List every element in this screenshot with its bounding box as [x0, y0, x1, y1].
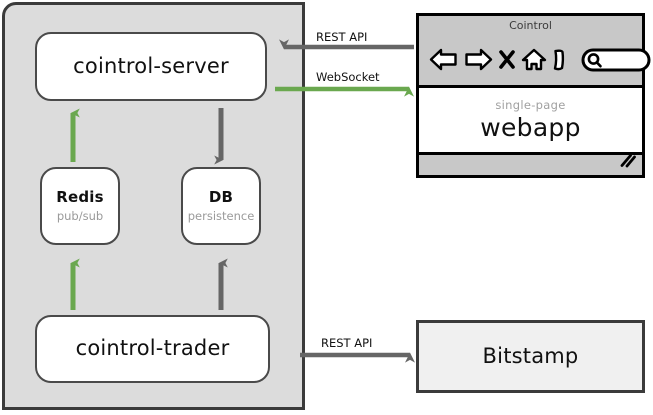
- browser-toolbar: [419, 38, 651, 82]
- node-cointrol-server[interactable]: cointrol-server: [35, 32, 267, 101]
- db-label: DB: [208, 187, 234, 206]
- search-input[interactable]: [581, 46, 651, 74]
- webapp-title: webapp: [480, 113, 581, 142]
- magnifier-icon: [587, 53, 602, 68]
- edge-label-websocket: WebSocket: [316, 70, 380, 84]
- bitstamp-label: Bitstamp: [482, 343, 579, 368]
- edge-label-rest-api-top: REST API: [316, 30, 368, 44]
- cointrol-server-label: cointrol-server: [73, 53, 229, 78]
- browser-window-mockup[interactable]: Cointrol: [416, 13, 651, 178]
- webapp-subtitle: single-page: [495, 98, 566, 112]
- node-cointrol-trader[interactable]: cointrol-trader: [35, 315, 270, 383]
- node-db[interactable]: DB persistence: [181, 167, 261, 245]
- home-icon[interactable]: [521, 47, 547, 73]
- edge-label-rest-api-bottom: REST API: [321, 336, 373, 350]
- node-redis[interactable]: Redis pub/sub: [40, 167, 120, 245]
- stop-x-icon[interactable]: [497, 47, 517, 73]
- browser-window-title: Cointrol: [509, 19, 552, 32]
- back-arrow-icon[interactable]: [429, 47, 459, 73]
- cointrol-trader-label: cointrol-trader: [75, 336, 230, 361]
- browser-status-bar: [419, 152, 642, 175]
- redis-label: Redis: [56, 187, 104, 206]
- node-bitstamp[interactable]: Bitstamp: [416, 320, 645, 393]
- db-subtitle: persistence: [187, 209, 255, 224]
- redis-subtitle: pub/sub: [56, 209, 104, 224]
- resize-grip-icon[interactable]: [619, 153, 637, 173]
- browser-viewport: single-page webapp: [419, 88, 642, 152]
- page-icon[interactable]: [551, 47, 567, 73]
- forward-arrow-icon[interactable]: [463, 47, 493, 73]
- browser-chrome: Cointrol: [419, 16, 651, 88]
